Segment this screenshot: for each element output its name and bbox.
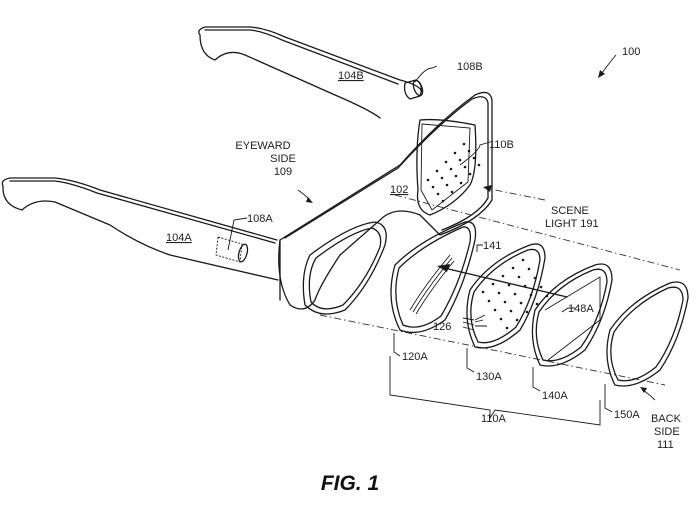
figure-caption: FIG. 1 bbox=[321, 472, 379, 495]
frame-102 bbox=[278, 91, 493, 310]
emitter-dot bbox=[458, 158, 462, 162]
emitter-dot bbox=[519, 301, 523, 305]
label-back-3: 111 bbox=[657, 439, 674, 451]
emitter-dot bbox=[517, 275, 521, 279]
layer-150a bbox=[606, 281, 689, 387]
emitter-dot bbox=[533, 276, 537, 280]
emitter-dot bbox=[527, 267, 531, 271]
emitter-dot bbox=[513, 292, 517, 296]
label-126: 126 bbox=[433, 321, 451, 333]
emitters-110b bbox=[426, 142, 481, 203]
layer-140a bbox=[531, 263, 613, 367]
emitter-dot bbox=[472, 156, 476, 160]
layer-130a bbox=[466, 243, 546, 349]
label-110a: 110A bbox=[481, 413, 507, 425]
label-100: 100 bbox=[622, 46, 640, 58]
label-104b: 104B bbox=[338, 70, 364, 82]
emitter-dot bbox=[503, 300, 507, 304]
emitter-dot bbox=[454, 174, 458, 178]
temple-104a bbox=[1, 177, 279, 281]
emitter-dot bbox=[431, 185, 435, 189]
label-141: 141 bbox=[483, 240, 501, 252]
light-ray-141 bbox=[437, 264, 568, 298]
label-108b: 108B bbox=[457, 61, 483, 73]
emitter-dot bbox=[426, 178, 430, 182]
label-140a: 140A bbox=[542, 390, 568, 402]
emitters-126 bbox=[481, 258, 549, 330]
label-eyeward-1: EYEWARD bbox=[235, 140, 290, 152]
emitter-dot bbox=[505, 326, 509, 330]
label-back-1: BACK bbox=[651, 413, 682, 425]
temple-104b bbox=[198, 26, 423, 119]
scene-light-arrow bbox=[483, 185, 546, 201]
emitter-dot bbox=[507, 283, 511, 287]
label-back-2: SIDE bbox=[654, 426, 680, 438]
emitter-dot bbox=[499, 317, 503, 321]
leader-lines bbox=[297, 54, 656, 426]
label-110b: 110B bbox=[489, 139, 514, 151]
emitter-dot bbox=[467, 149, 471, 153]
emitter-dot bbox=[515, 318, 519, 322]
emitter-dot bbox=[449, 167, 453, 171]
emitter-dot bbox=[491, 282, 495, 286]
emitter-dot bbox=[441, 199, 445, 203]
emitter-dot bbox=[521, 258, 525, 262]
emitter-dot bbox=[450, 190, 454, 194]
emitter-dot bbox=[481, 290, 485, 294]
label-150a: 150A bbox=[614, 409, 640, 421]
label-130a: 130A bbox=[476, 371, 502, 383]
emitter-dot bbox=[535, 302, 539, 306]
emitter-dot bbox=[511, 266, 515, 270]
emitter-dot bbox=[539, 285, 543, 289]
label-eyeward-3: 109 bbox=[274, 166, 292, 178]
emitter-dot bbox=[453, 151, 457, 155]
emitter-dot bbox=[436, 192, 440, 196]
emitter-dot bbox=[463, 165, 467, 169]
emitter-dot bbox=[525, 310, 529, 314]
emitter-dot bbox=[468, 172, 472, 176]
label-108a: 108A bbox=[247, 213, 273, 225]
sensor-108a bbox=[215, 217, 249, 263]
label-scene-2: LIGHT 191 bbox=[545, 218, 599, 230]
emitter-dot bbox=[444, 160, 448, 164]
emitter-dot bbox=[497, 291, 501, 295]
emitter-dot bbox=[445, 183, 449, 187]
emitter-dot bbox=[529, 293, 533, 297]
label-120a: 120A bbox=[402, 351, 428, 363]
emitter-dot bbox=[487, 299, 491, 303]
emitter-dot bbox=[459, 181, 463, 185]
projection-lines bbox=[319, 194, 681, 386]
label-104a: 104A bbox=[166, 232, 192, 244]
layer-120a bbox=[390, 221, 477, 334]
emitter-dot bbox=[440, 176, 444, 180]
left-lens-opening bbox=[302, 221, 387, 315]
label-eyeward-2: SIDE bbox=[270, 153, 296, 165]
emitter-dot bbox=[462, 142, 466, 146]
label-scene-1: SCENE bbox=[551, 205, 589, 217]
emitter-dot bbox=[477, 163, 481, 167]
sensor-108b bbox=[403, 65, 438, 100]
lens-stack-110b bbox=[416, 118, 477, 216]
emitter-dot bbox=[509, 309, 513, 313]
emitter-dot bbox=[435, 169, 439, 173]
emitter-dot bbox=[493, 308, 497, 312]
label-102: 102 bbox=[390, 184, 408, 196]
emitter-dot bbox=[501, 274, 505, 278]
label-148a: 148A bbox=[568, 303, 594, 315]
